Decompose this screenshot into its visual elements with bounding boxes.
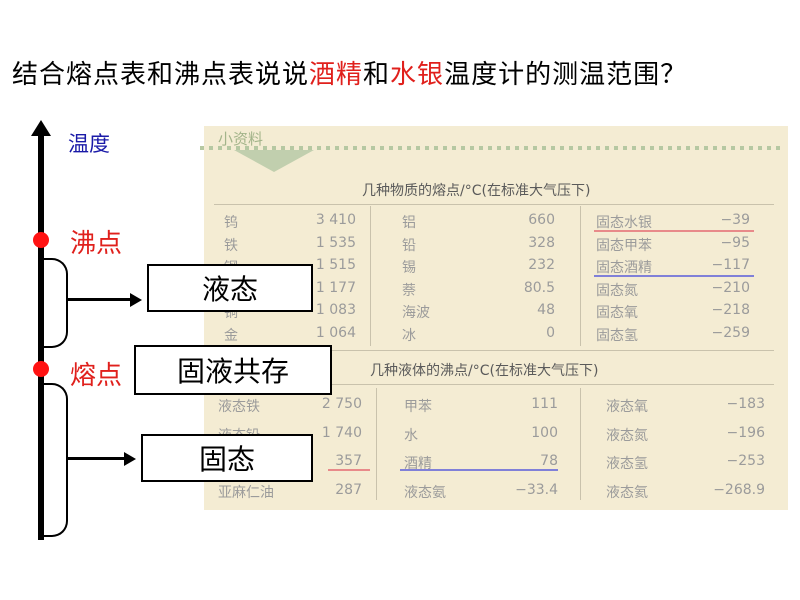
table-cell-name: 亚麻仁油	[218, 484, 274, 501]
axis-label: 温度	[68, 132, 110, 156]
boiling-table-top-rule	[214, 350, 774, 351]
table-cell-value: −39	[720, 212, 750, 228]
highlight-alcohol: 酒精	[309, 60, 364, 90]
table-cell-value: 111	[531, 396, 558, 412]
table-cell-name: 液态氦	[606, 484, 648, 501]
table-cell-name: 固态氮	[596, 282, 638, 299]
boiling-table-rule	[214, 384, 774, 385]
table-cell-name: 固态水银	[596, 215, 652, 231]
alcohol-melting-underline	[594, 275, 754, 277]
table-cell-name: 固态酒精	[596, 260, 652, 276]
boiling-point-label: 沸点	[70, 229, 123, 259]
table-cell-name: 甲苯	[404, 399, 432, 415]
table-cell-value: 1 177	[315, 279, 356, 296]
table-cell-name: 液态氢	[606, 456, 648, 472]
table-cell-value: 1 083	[315, 302, 356, 318]
table-cell-value: −268.9	[713, 481, 765, 498]
table-cell-value: 232	[528, 257, 555, 273]
table-cell-value: 287	[335, 481, 362, 498]
table-cell-value: −183	[726, 396, 765, 412]
table-cell-value: 80.5	[523, 279, 555, 296]
melting-point-dot	[33, 361, 49, 377]
table-cell-name: 钨	[224, 215, 238, 231]
table-cell-value: −196	[726, 424, 765, 441]
alcohol-boiling-underline	[400, 469, 558, 471]
table-cell-value: 357	[335, 453, 362, 469]
table-cell-value: 1 064	[315, 324, 356, 341]
tag-dotted-line	[200, 146, 784, 150]
state-box-liquid: 液态	[147, 264, 313, 312]
boiling-col-sep-2	[580, 388, 581, 500]
table-cell-value: 0	[546, 324, 555, 341]
table-cell-name: 固态甲苯	[596, 237, 652, 254]
melting-col-sep-1	[370, 206, 371, 346]
table-cell-value: 100	[531, 424, 558, 441]
boiling-col-sep-1	[376, 388, 377, 500]
table-cell-name: 固态氧	[596, 305, 638, 321]
solid-arrow-line	[68, 457, 126, 460]
table-cell-name: 萘	[402, 282, 416, 299]
table-cell-name: 液态氧	[606, 399, 648, 415]
table-cell-value: 3 410	[315, 212, 356, 228]
panel-tag: 小资料	[218, 130, 264, 148]
table-cell-value: −210	[711, 279, 750, 296]
melting-table-title: 几种物质的熔点/°C(在标准大气压下)	[362, 183, 591, 199]
table-cell-name: 液态氮	[606, 427, 648, 444]
table-cell-value: −117	[711, 257, 750, 273]
table-cell-value: −95	[720, 234, 750, 251]
temperature-axis	[38, 132, 44, 540]
question-title: 结合熔点表和沸点表说说酒精和水银温度计的测温范围？	[12, 60, 688, 90]
table-cell-value: 1 740	[321, 424, 362, 441]
table-cell-value: −33.4	[515, 481, 558, 498]
melting-col-sep-2	[580, 206, 581, 346]
state-box-solid: 固态	[141, 434, 313, 482]
melting-point-label: 熔点	[70, 361, 123, 391]
table-cell-value: 660	[528, 212, 555, 228]
solid-arrow-icon	[124, 452, 136, 466]
table-cell-name: 金	[224, 327, 238, 344]
liquid-arrow-line	[68, 298, 132, 301]
table-cell-name: 铝	[402, 215, 416, 231]
table-cell-name: 水	[404, 427, 418, 444]
table-cell-value: 2 750	[321, 396, 362, 412]
table-cell-name: 液态氨	[404, 484, 446, 501]
table-cell-value: −218	[711, 302, 750, 318]
boiling-point-dot	[33, 232, 49, 248]
table-cell-name: 锡	[402, 260, 416, 276]
tag-triangle	[234, 150, 314, 172]
table-cell-name: 冰	[402, 327, 416, 344]
highlight-mercury: 水银	[390, 60, 445, 90]
table-cell-name: 铅	[402, 237, 416, 254]
boiling-table-title: 几种液体的沸点/°C(在标准大气压下)	[370, 363, 599, 379]
table-cell-name: 液态铁	[218, 399, 260, 415]
table-cell-value: 78	[540, 453, 558, 469]
table-cell-value: 48	[537, 302, 555, 318]
mercury-melting-underline	[594, 230, 754, 232]
liquid-arrow-icon	[130, 293, 142, 307]
axis-arrow-icon	[31, 120, 51, 136]
mercury-boiling-underline	[328, 469, 370, 471]
table-cell-name: 铁	[224, 237, 238, 254]
melting-table-top-rule	[214, 204, 774, 205]
table-cell-name: 固态氢	[596, 327, 638, 344]
table-cell-name: 海波	[402, 305, 430, 321]
table-cell-value: 1 515	[315, 257, 356, 273]
solid-range-brace	[44, 383, 68, 537]
table-cell-name: 酒精	[404, 456, 432, 472]
table-cell-value: 328	[528, 234, 555, 251]
table-cell-value: −259	[711, 324, 750, 341]
table-cell-value: −253	[726, 453, 765, 469]
liquid-range-brace	[44, 258, 68, 348]
table-cell-value: 1 535	[315, 234, 356, 251]
state-box-coexist: 固液共存	[134, 345, 332, 395]
